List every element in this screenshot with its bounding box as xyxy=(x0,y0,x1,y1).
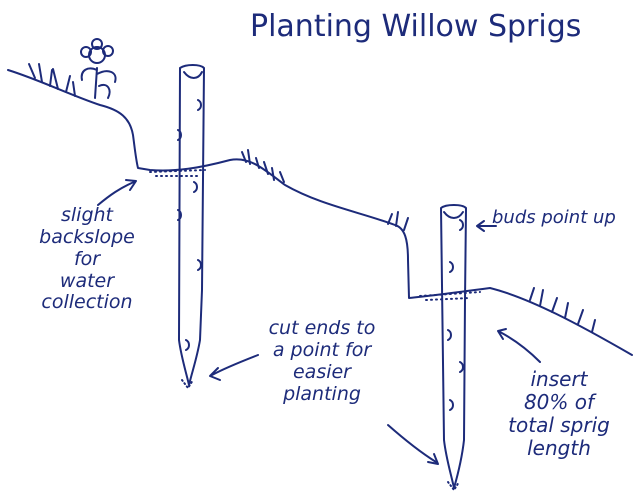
label-backslope: slight backslope for water collection xyxy=(22,205,152,314)
label-insert: insert 80% of total sprig length xyxy=(484,368,634,460)
willow-sprig-left xyxy=(178,65,204,388)
willow-sprig-right xyxy=(441,205,466,490)
arrow-planting-icon xyxy=(388,425,438,464)
arrow-backslope-icon xyxy=(98,180,136,205)
arrow-insert-icon xyxy=(498,329,540,362)
grass-tuft xyxy=(530,288,595,332)
soil-speckle xyxy=(150,170,480,300)
grass-tuft xyxy=(242,150,284,182)
diagram-title: Planting Willow Sprigs xyxy=(250,10,581,45)
arrow-cut-ends-icon xyxy=(210,355,258,380)
flower-icon xyxy=(29,39,116,98)
label-buds: buds point up xyxy=(492,208,616,229)
label-cut-ends: cut ends to a point for easier planting xyxy=(252,318,392,405)
